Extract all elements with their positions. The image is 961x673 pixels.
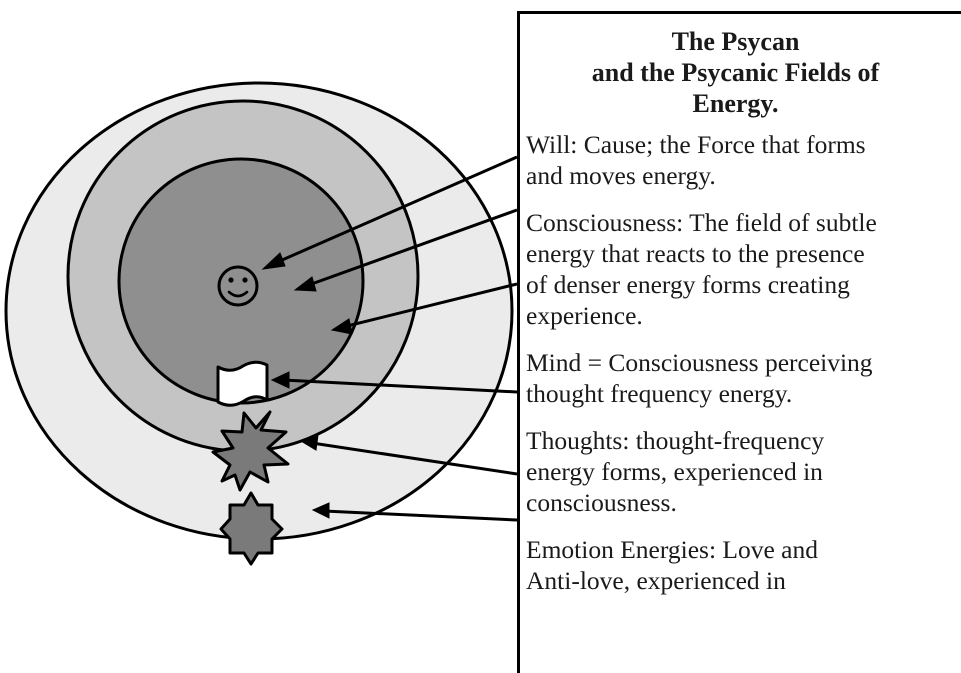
- pointer-arrows: [261, 155, 518, 522]
- definition-list: Will: Cause; the Force that forms and mo…: [520, 129, 961, 596]
- legend-panel: The Psycan and the Psycanic Fields of En…: [517, 11, 961, 673]
- arrow-emotion: [299, 434, 518, 476]
- definition-line: thought frequency energy.: [526, 379, 793, 408]
- arrow-consciousness: [293, 208, 518, 292]
- arrow-emotion-field: [311, 502, 518, 522]
- title-line: and the Psycanic Fields of: [591, 58, 880, 87]
- definition-line: consciousness.: [526, 488, 677, 517]
- arrow-thoughts: [270, 371, 518, 394]
- definition-will: Will: Cause; the Force that forms and mo…: [526, 129, 961, 191]
- explosion-star-icon: [211, 410, 290, 492]
- definition-line: Thoughts: thought-frequency: [526, 426, 825, 455]
- definition-thoughts: Thoughts: thought-frequency energy forms…: [526, 425, 961, 518]
- definition-mind: Mind = Consciousness perceiving thought …: [526, 347, 961, 409]
- title-line: The Psycan: [671, 27, 800, 56]
- title-line: Energy.: [692, 89, 779, 118]
- definition-line: energy forms, experienced in: [526, 457, 823, 486]
- eight-point-star-icon: [219, 491, 284, 566]
- definition-line: Anti-love, experienced in: [526, 566, 786, 595]
- smiley-face-icon: [217, 265, 259, 307]
- definition-line: and moves energy.: [526, 161, 716, 190]
- panel-title: The Psycan and the Psycanic Fields of En…: [520, 26, 951, 119]
- definition-consciousness: Consciousness: The field of subtle energ…: [526, 207, 961, 331]
- arrow-will: [261, 155, 518, 270]
- definition-line: energy that reacts to the presence: [526, 239, 865, 268]
- definition-line: Emotion Energies: Love and: [526, 535, 819, 564]
- definition-line: Consciousness: The field of subtle: [526, 208, 877, 237]
- definition-line: Mind = Consciousness perceiving: [526, 348, 873, 377]
- definition-emotion: Emotion Energies: Love and Anti-love, ex…: [526, 534, 961, 596]
- wavy-flag-icon: [216, 360, 269, 407]
- arrow-mind: [330, 282, 518, 335]
- definition-line: Will: Cause; the Force that forms: [526, 130, 866, 159]
- definition-line: of denser energy forms creating: [526, 270, 850, 299]
- definition-line: experience.: [526, 301, 643, 330]
